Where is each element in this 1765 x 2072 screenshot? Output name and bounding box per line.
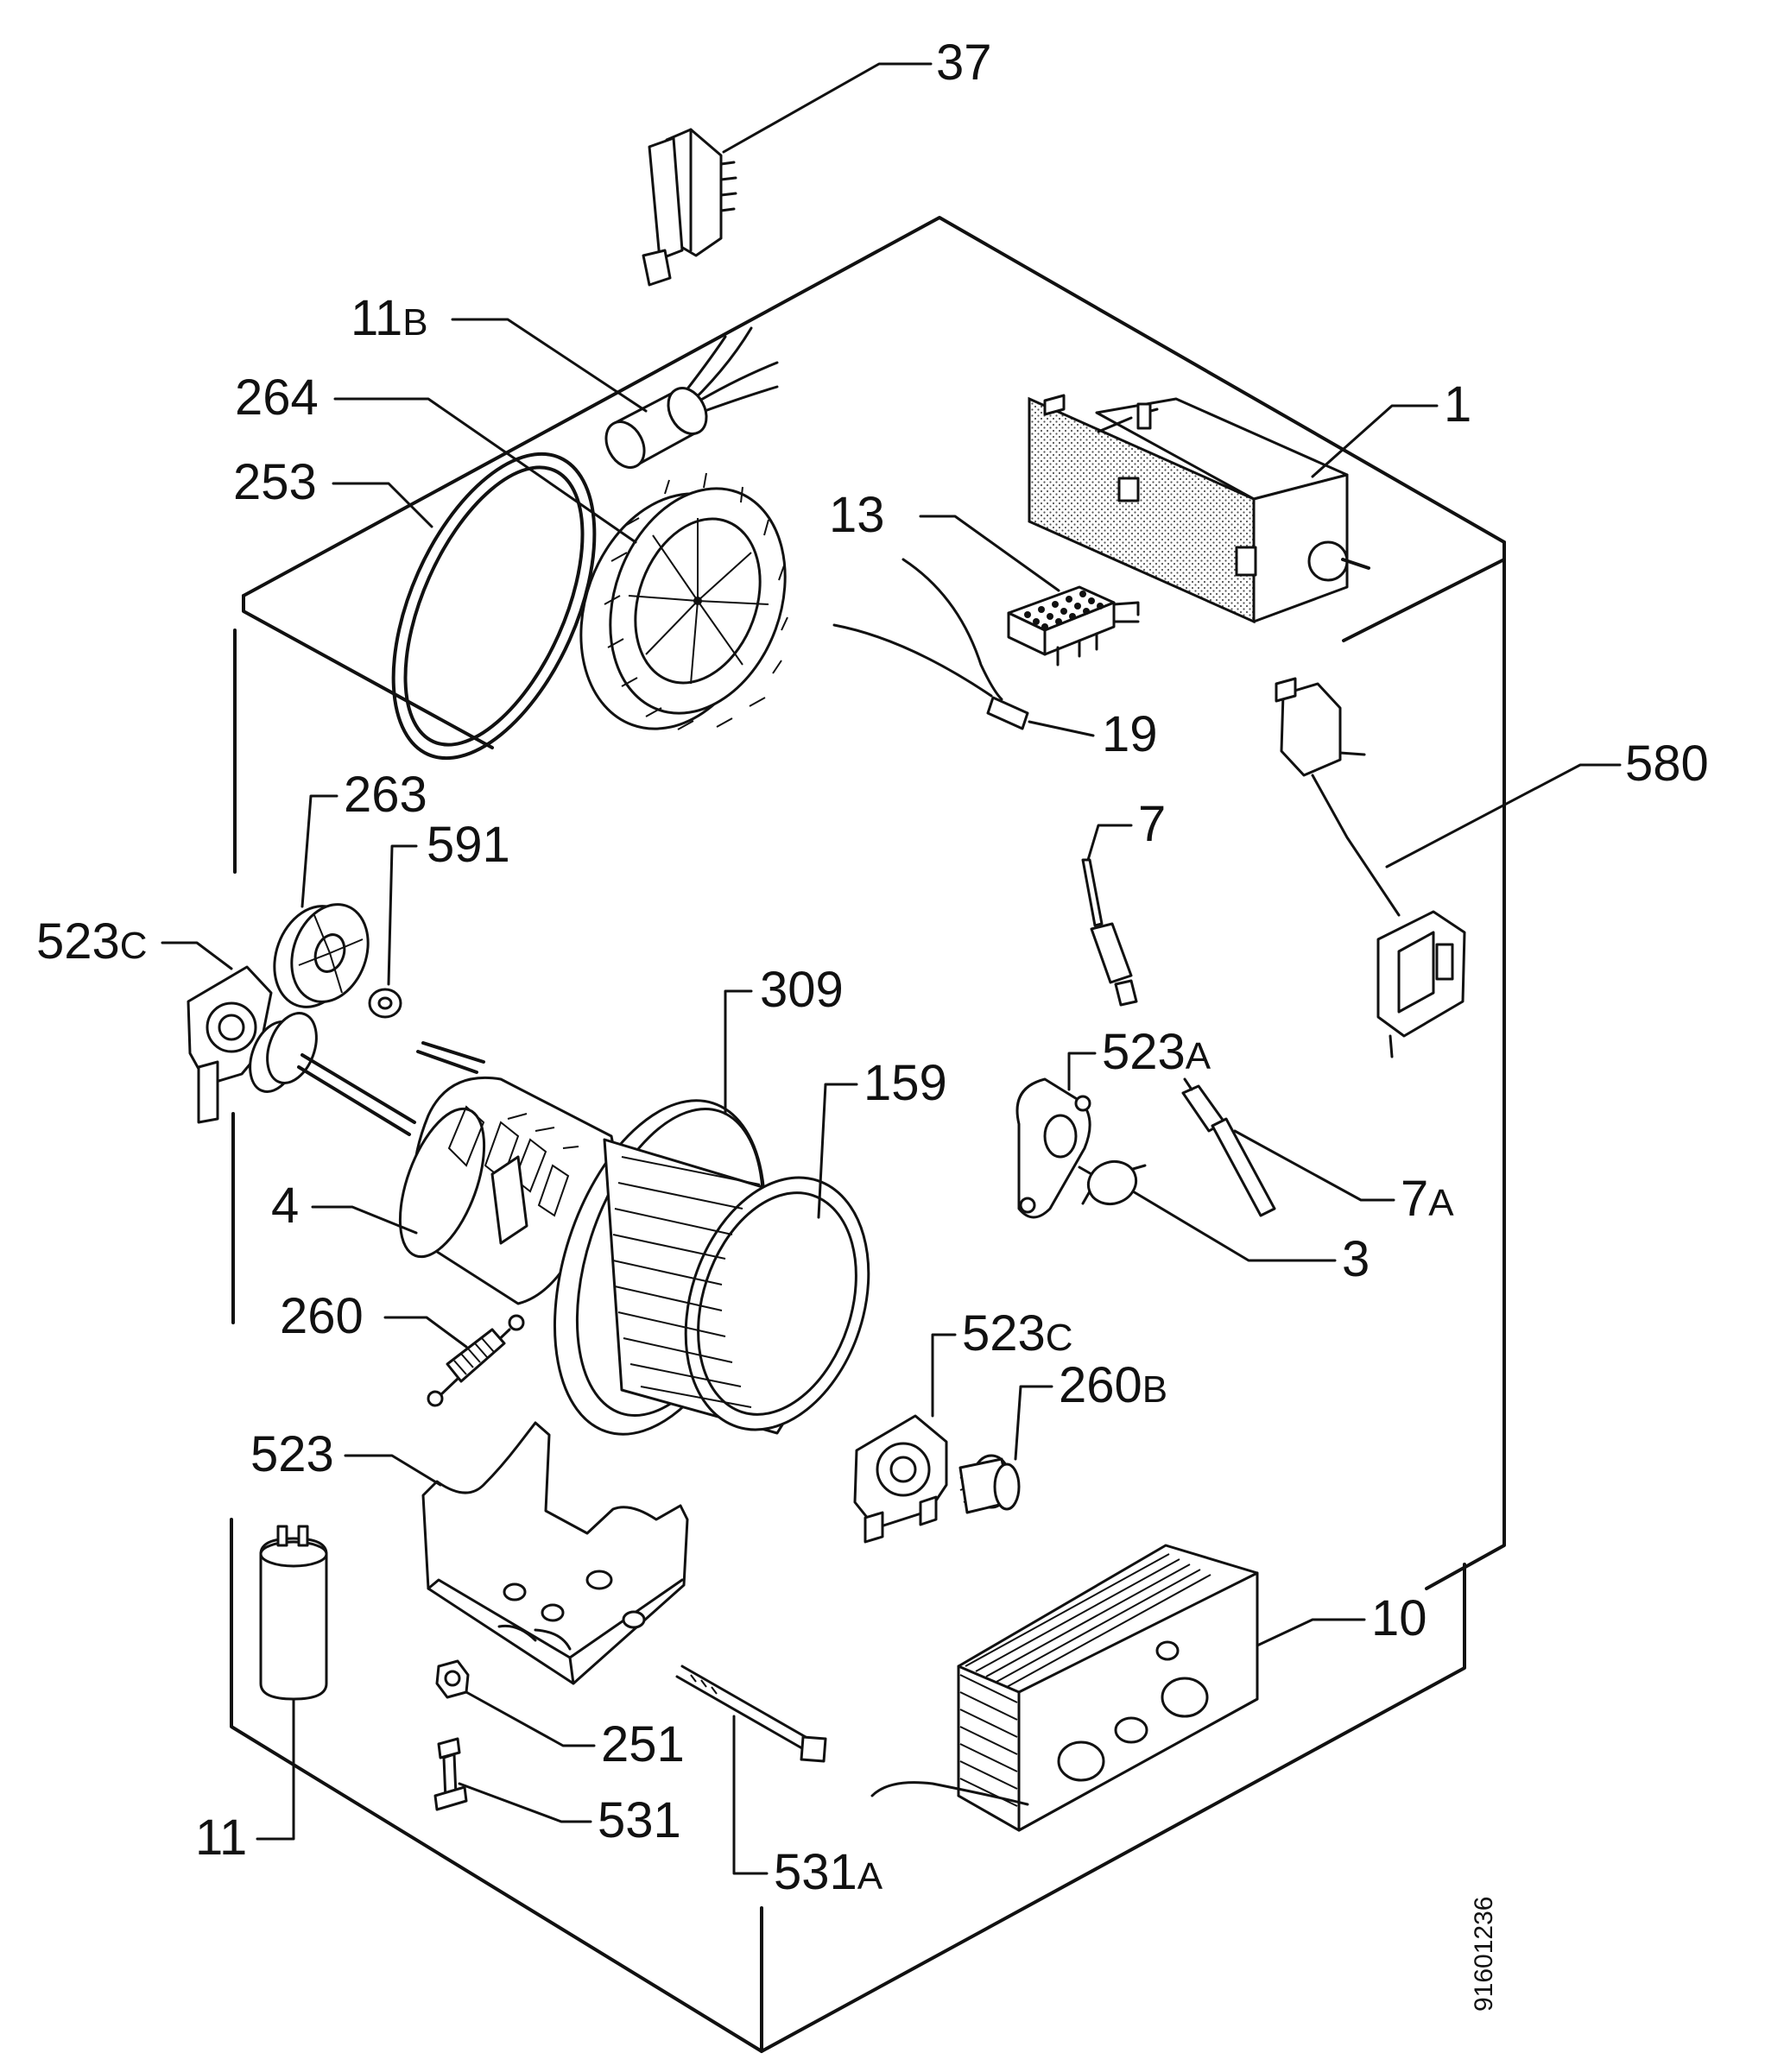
label-19: 19: [1102, 706, 1158, 762]
leader-37: [722, 62, 933, 154]
label-531a: 531A: [774, 1844, 883, 1900]
part-531a-bolt: [675, 1665, 827, 1763]
leader-253: [332, 482, 433, 528]
label-263: 263: [344, 767, 427, 823]
leader-13: [919, 515, 1060, 592]
label-260: 260: [280, 1288, 364, 1344]
leader-19: [1028, 720, 1095, 737]
leader-1: [1311, 404, 1439, 478]
part-260-spring: [427, 1314, 525, 1407]
label-309: 309: [760, 962, 844, 1018]
label-264: 264: [235, 370, 319, 426]
label-3: 3: [1342, 1231, 1370, 1287]
leader-10: [1256, 1618, 1366, 1647]
part-13-terminal-block: [1007, 585, 1140, 666]
part-11b-capacitor: [604, 326, 779, 469]
leader-lines: [161, 62, 1622, 1875]
part-253-belt: [391, 452, 597, 761]
part-3-thermal-fuse: [1078, 1159, 1147, 1206]
part-labels: 37 11B 264 253 1 13 19 580 263 591 7 523…: [36, 35, 1709, 1900]
label-580: 580: [1625, 736, 1709, 792]
part-580-switch: [1275, 677, 1466, 1058]
part-523-mount-bracket: [421, 1421, 689, 1685]
label-37: 37: [936, 35, 992, 91]
part-523a-gasket: [1015, 1077, 1091, 1219]
label-523a: 523A: [1102, 1024, 1211, 1080]
label-4: 4: [271, 1178, 299, 1234]
label-10: 10: [1371, 1590, 1427, 1646]
cabinet-outline: [230, 216, 1506, 2053]
part-159-drum-fan: [603, 1138, 870, 1435]
diagram-reference-number: 91601236: [1470, 1897, 1498, 2012]
leader-260: [383, 1316, 468, 1349]
label-260b: 260B: [1059, 1357, 1167, 1413]
part-591-washer: [368, 988, 402, 1019]
leader-523c-left: [161, 941, 233, 970]
part-263-pulley: [273, 903, 370, 1008]
leader-251: [465, 1690, 596, 1747]
label-7: 7: [1138, 796, 1166, 852]
leader-531a: [732, 1715, 769, 1875]
label-1: 1: [1444, 376, 1471, 433]
label-531: 531: [598, 1792, 681, 1848]
leader-159: [817, 1083, 858, 1219]
part-1-timer: [1028, 394, 1370, 624]
part-260b-spring: [958, 1454, 1021, 1514]
leader-264: [333, 397, 637, 544]
label-591: 591: [427, 817, 510, 873]
part-523c-right-bracket: [853, 1414, 948, 1544]
label-11b: 11B: [351, 290, 428, 346]
leader-260b: [1014, 1385, 1053, 1461]
label-523: 523: [250, 1426, 334, 1482]
label-251: 251: [601, 1716, 685, 1772]
part-7-thermostat: [1081, 858, 1138, 1007]
label-159: 159: [864, 1055, 947, 1111]
leader-263: [300, 794, 338, 908]
part-10-heater: [870, 1544, 1259, 1832]
part-251-nut: [435, 1659, 470, 1699]
leader-580: [1385, 763, 1622, 869]
label-7a: 7A: [1401, 1171, 1454, 1227]
leader-523: [344, 1454, 442, 1487]
label-253: 253: [233, 454, 317, 510]
motor-pulley: [249, 1012, 416, 1136]
leader-7: [1086, 824, 1133, 862]
part-11-capacitor: [259, 1525, 328, 1720]
leader-11b: [451, 318, 648, 413]
leader-309: [724, 989, 753, 1115]
leader-531: [458, 1782, 592, 1823]
leader-4: [311, 1205, 418, 1235]
leader-591: [387, 844, 418, 986]
leader-11: [256, 1716, 295, 1841]
part-7a-thermostat: [1181, 1077, 1276, 1217]
leader-523a: [1067, 1052, 1097, 1091]
label-523c-left: 523C: [36, 913, 148, 970]
part-264-fan-wheel: [579, 472, 788, 730]
part-531-screw: [433, 1737, 468, 1811]
label-13: 13: [829, 487, 885, 543]
label-523c-right: 523C: [962, 1305, 1073, 1361]
leader-3: [1131, 1190, 1337, 1262]
leader-523c-right: [931, 1333, 957, 1418]
label-11: 11: [195, 1810, 247, 1866]
part-4-motor: [398, 1041, 615, 1305]
part-19-sensor: [832, 558, 1029, 730]
leader-7a: [1233, 1129, 1395, 1202]
part-37-connector: [642, 128, 737, 287]
